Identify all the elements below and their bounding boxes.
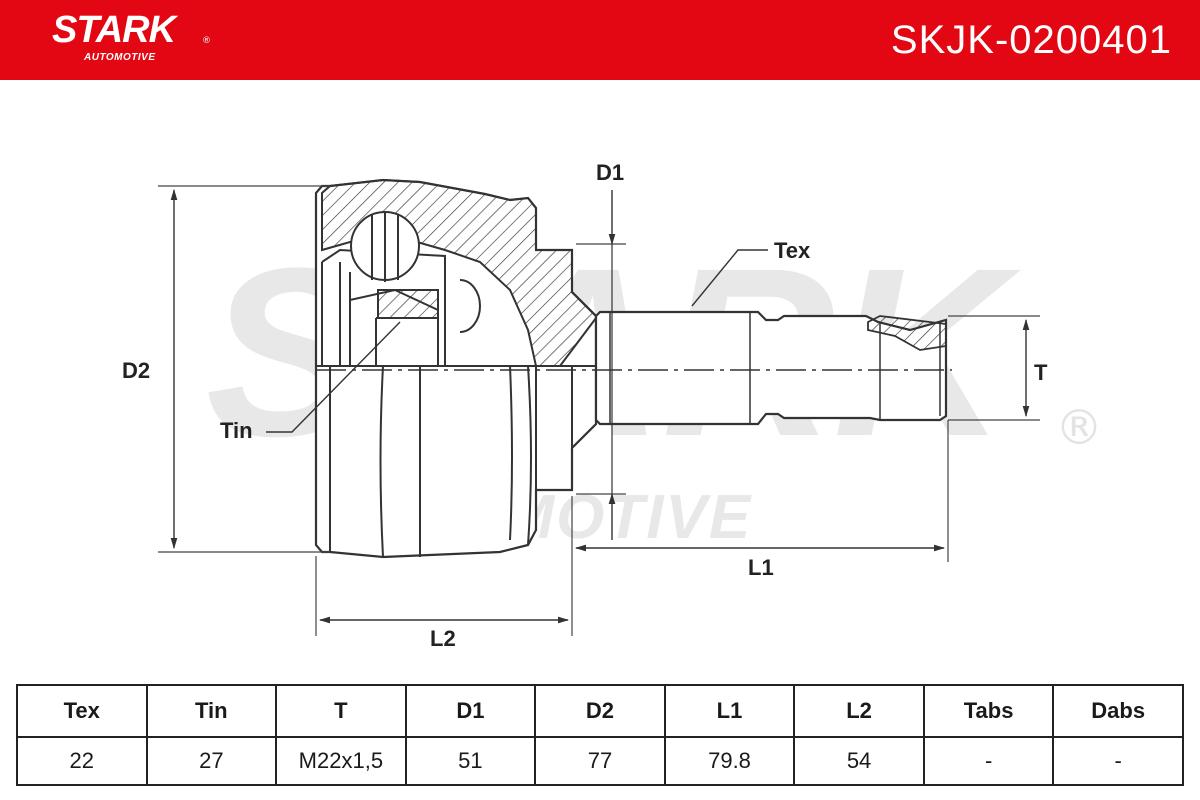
output-shaft — [594, 310, 948, 426]
label-tex: Tex — [774, 238, 811, 263]
spec-value-cell: 79.8 — [663, 736, 796, 786]
header-bar: STARK AUTOMOTIVE ® SKJK-0200401 — [0, 0, 1200, 80]
label-t: T — [1034, 360, 1048, 385]
spec-header-cell: Tex — [16, 684, 148, 738]
dimension-lines — [170, 188, 1030, 624]
spec-value-cell: 27 — [145, 736, 278, 786]
spec-value-cell: - — [1052, 736, 1184, 786]
spec-header-cell: D1 — [404, 684, 537, 738]
spec-header-cell: L2 — [793, 684, 925, 738]
watermark-registered-mark: ® — [1055, 400, 1103, 456]
logo-subtitle: AUTOMOTIVE — [84, 52, 156, 63]
spec-value-cell: M22x1,5 — [275, 736, 407, 786]
inner-race — [321, 248, 446, 366]
spec-header-row: Tex Tin T D1 D2 L1 L2 Tabs Dabs — [16, 684, 1184, 738]
spec-value-cell: 54 — [793, 736, 925, 786]
extension-lines — [158, 185, 1040, 636]
stark-logo: STARK AUTOMOTIVE ® — [52, 8, 211, 63]
tex-leader — [691, 249, 768, 307]
tin-leader — [266, 321, 401, 433]
label-tin: Tin — [220, 418, 253, 443]
spec-header-cell: T — [275, 684, 407, 738]
spec-value-row: 22 27 M22x1,5 51 77 79.8 54 - - — [16, 736, 1184, 786]
housing-lower-body — [316, 365, 596, 558]
label-l1: L1 — [748, 555, 774, 580]
label-d2: D2 — [122, 358, 150, 383]
spec-header-cell: Tabs — [922, 684, 1055, 738]
label-d1: D1 — [596, 160, 624, 185]
logo-brand: STARK — [52, 9, 176, 51]
spec-header-cell: L1 — [663, 684, 796, 738]
part-number: SKJK-0200401 — [890, 18, 1172, 62]
logo-registered-mark: ® — [202, 36, 211, 46]
label-l2: L2 — [430, 626, 456, 651]
ball-element — [350, 211, 481, 333]
spec-header-cell: Dabs — [1052, 684, 1184, 738]
spec-value-cell: 22 — [16, 736, 148, 786]
spec-value-cell: 51 — [404, 736, 537, 786]
spec-value-cell: - — [922, 736, 1055, 786]
cv-joint-technical-drawing: D1 D2 Tex Tin T L1 L2 — [122, 160, 1048, 651]
thread-section — [867, 315, 947, 351]
spec-value-cell: 77 — [534, 736, 666, 786]
spec-header-cell: Tin — [145, 684, 278, 738]
specification-table: Tex Tin T D1 D2 L1 L2 Tabs Dabs 22 27 M2… — [16, 684, 1184, 786]
spec-header-cell: D2 — [534, 684, 666, 738]
